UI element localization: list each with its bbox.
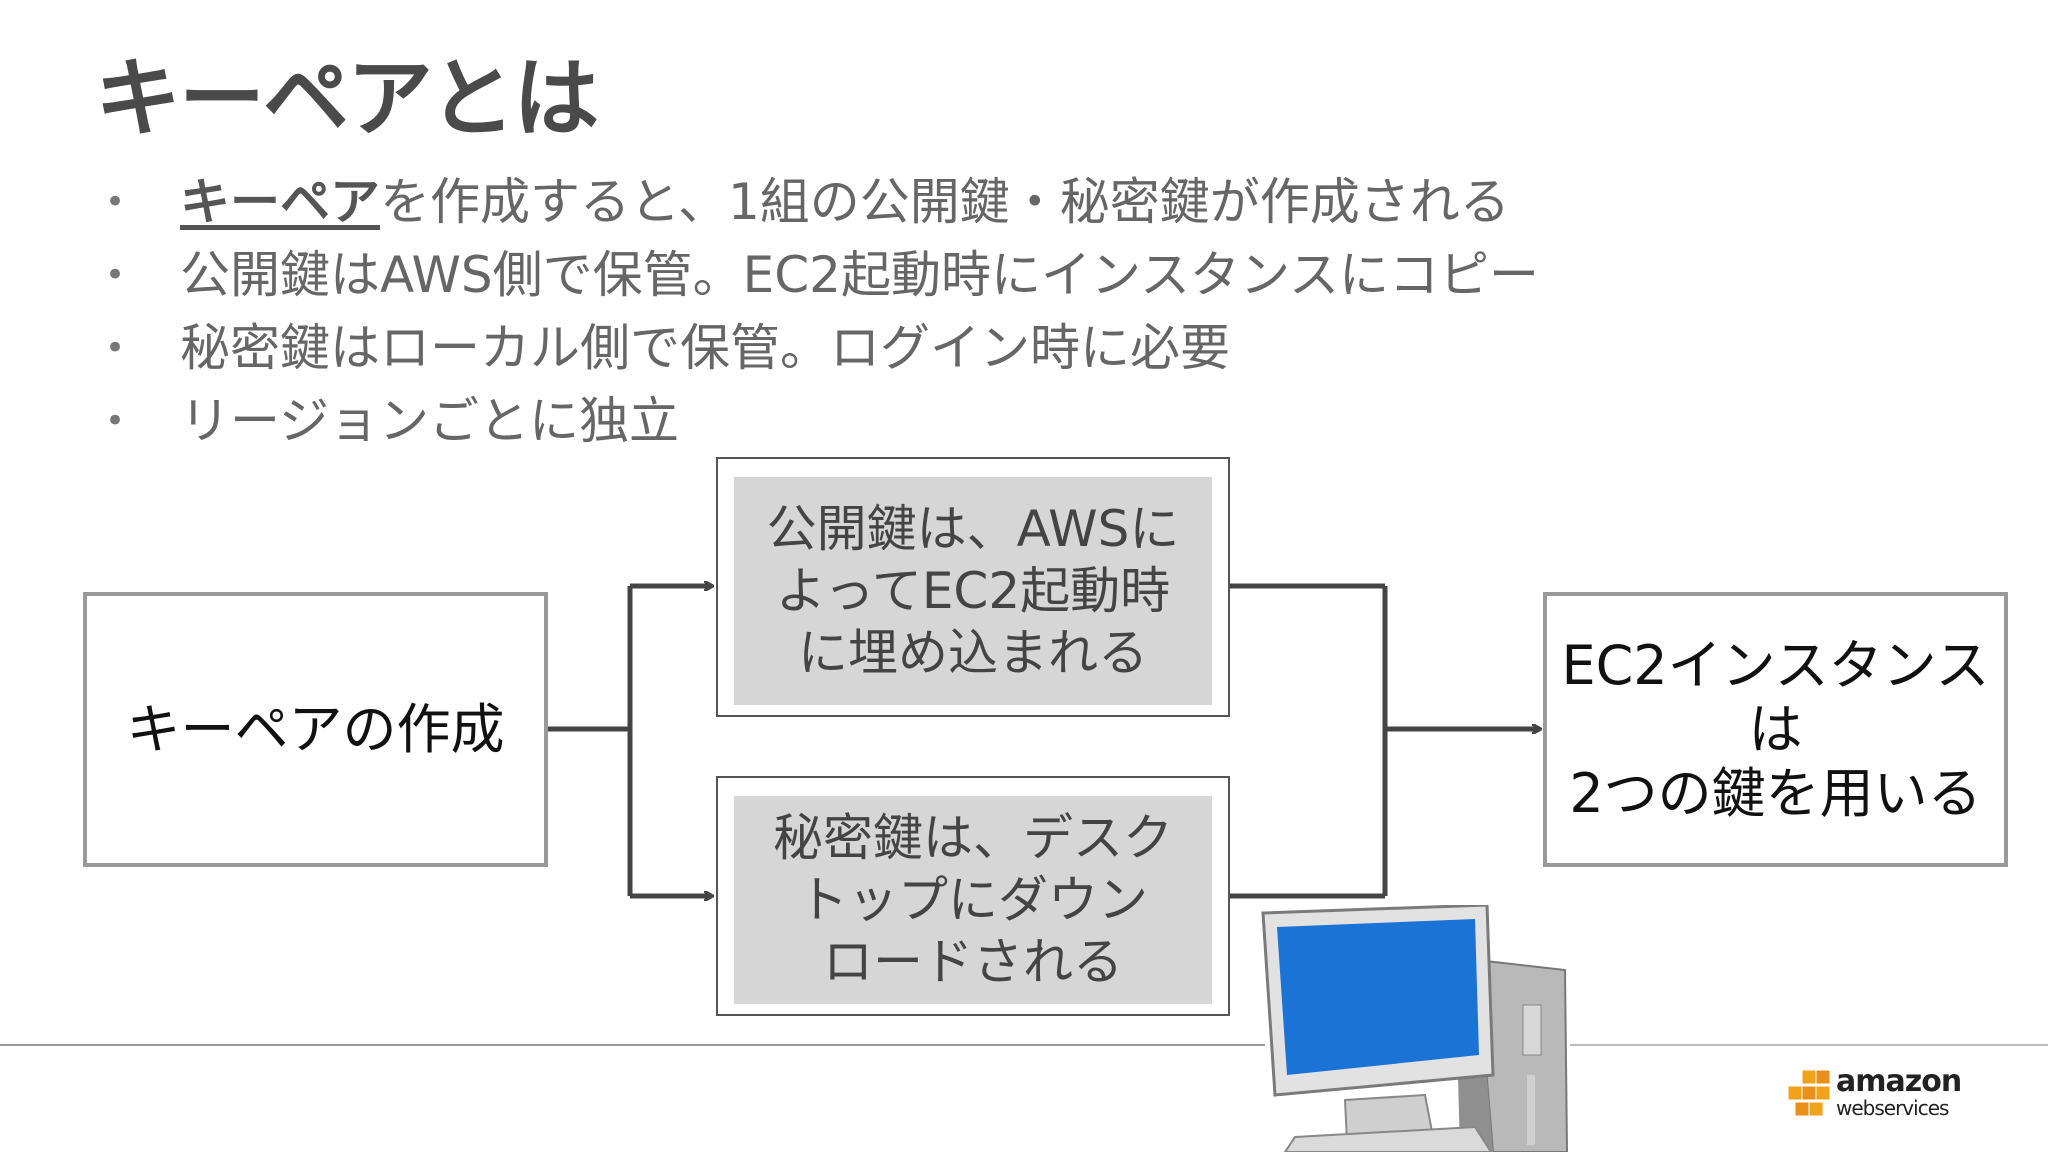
keypair-create-box: キーペアの作成: [83, 592, 548, 867]
aws-logo: amazon webservices: [1787, 1064, 1962, 1138]
bullet-marker: •: [104, 182, 126, 222]
bullet-text: 秘密鍵はローカル側で保管。ログイン時に必要: [180, 319, 1230, 377]
monitor-screen: [1277, 919, 1479, 1075]
bullet-marker: •: [104, 401, 126, 441]
connector-merge: [1228, 583, 1540, 899]
slide-title: キーペアとは: [95, 49, 599, 149]
public-key-label: 公開鍵は、AWSに よってEC2起動時 に埋め込まれる: [766, 500, 1180, 682]
bullet-text: リージョンごとに独立: [180, 392, 679, 450]
connector-split: [547, 586, 712, 896]
bullet-marker: •: [104, 255, 126, 295]
aws-logo-word-webservices: webservices: [1836, 1096, 1949, 1120]
bullet-marker: •: [104, 328, 126, 368]
bullet-text: 公開鍵はAWS側で保管。EC2起動時にインスタンスにコピー: [180, 246, 1539, 304]
desktop-computer-icon: [1261, 905, 1569, 1152]
keypair-keyword: キーペア: [180, 173, 380, 231]
divider-line-right: [1570, 1044, 2048, 1046]
public-key-box: 公開鍵は、AWSに よってEC2起動時 に埋め込まれる: [716, 457, 1230, 717]
ec2-result-box: EC2インスタンスは 2つの鍵を用いる: [1543, 592, 2008, 867]
keypair-create-label: キーペアの作成: [126, 697, 505, 761]
aws-cubes-icon: [1787, 1069, 1831, 1117]
private-key-box: 秘密鍵は、デスク トップにダウン ロードされる: [716, 776, 1230, 1016]
bullet-text: を作成すると、1組の公開鍵・秘密鍵が作成される: [380, 173, 1510, 231]
private-key-label: 秘密鍵は、デスク トップにダウン ロードされる: [773, 809, 1173, 991]
aws-logo-word-amazon: amazon: [1836, 1064, 1962, 1099]
ec2-result-label: EC2インスタンスは 2つの鍵を用いる: [1561, 633, 1990, 825]
divider-line: [0, 1044, 1265, 1046]
